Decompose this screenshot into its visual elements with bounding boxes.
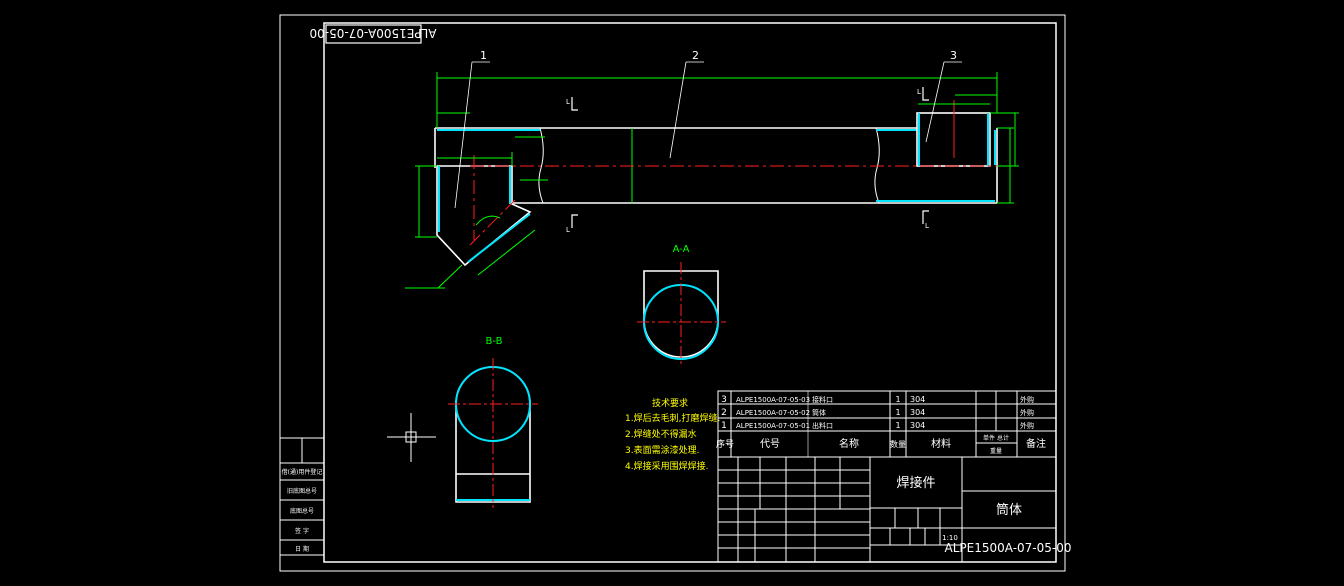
svg-text:重量: 重量: [990, 447, 1002, 455]
code-stamp: ALPE1500A-07-05-00: [310, 24, 437, 44]
svg-text:外购: 外购: [1020, 395, 1034, 404]
svg-text:1: 1: [895, 395, 900, 404]
outer-border: [279, 14, 1066, 572]
svg-text:借(通)用件登记: 借(通)用件登记: [282, 468, 323, 476]
svg-text:4.焊接采用围焊焊接.: 4.焊接采用围焊焊接.: [625, 460, 708, 472]
svg-text:1: 1: [895, 421, 900, 430]
svg-text:日 期: 日 期: [295, 545, 309, 553]
svg-text:技术要求: 技术要求: [652, 397, 688, 409]
svg-text:ALPE1500A-07-05-02: ALPE1500A-07-05-02: [736, 409, 810, 417]
svg-text:1: 1: [895, 408, 900, 417]
svg-text:304: 304: [910, 408, 925, 417]
title-scale: 1:10: [942, 534, 958, 542]
title-part-name: 筒体: [996, 502, 1022, 518]
bom-header: 序号 代号 名称 数量 材料 单件 总计 重量 备注: [716, 434, 1046, 455]
section-mark-4: L: [925, 222, 929, 230]
svg-text:304: 304: [910, 421, 925, 430]
tech-requirements: 技术要求 1.焊后去毛刺,打磨焊缝. 2.焊缝处不得漏水 3.表面需涂漆处理. …: [625, 397, 720, 472]
centerlines: [469, 155, 1017, 246]
svg-text:ALPE1500A-07-05-00: ALPE1500A-07-05-00: [310, 26, 437, 40]
svg-text:304: 304: [910, 395, 925, 404]
title-type: 焊接件: [896, 475, 935, 491]
dimension-lines: [405, 72, 1019, 289]
callout-leaders: [454, 61, 962, 209]
svg-text:接料口: 接料口: [812, 395, 833, 404]
section-mark-1: L: [566, 98, 570, 106]
section-a-view: [637, 262, 726, 366]
svg-text:3.表面需涂漆处理.: 3.表面需涂漆处理.: [625, 444, 699, 456]
svg-text:签 字: 签 字: [295, 527, 309, 535]
svg-text:外购: 外购: [1020, 408, 1034, 417]
svg-text:底图总号: 底图总号: [290, 507, 314, 515]
svg-text:出料口: 出料口: [812, 421, 833, 430]
svg-text:备注: 备注: [1026, 437, 1046, 450]
svg-text:数量: 数量: [890, 439, 906, 449]
svg-text:筒体: 筒体: [812, 408, 826, 417]
svg-text:外购: 外购: [1020, 421, 1034, 430]
svg-text:序号: 序号: [716, 438, 734, 450]
svg-text:1.焊后去毛刺,打磨焊缝.: 1.焊后去毛刺,打磨焊缝.: [625, 412, 720, 424]
outlet-part: [436, 165, 532, 267]
inner-border: [323, 22, 1057, 563]
main-view: 1 2 3 L L L L: [405, 49, 1019, 289]
bom-table: [717, 390, 1057, 458]
svg-text:代号: 代号: [760, 438, 780, 450]
section-cut-marks: [571, 87, 929, 228]
svg-text:单件 总计: 单件 总计: [983, 434, 1009, 442]
section-b-view: [448, 358, 538, 508]
crosshair-icon: [387, 413, 436, 462]
svg-text:2: 2: [721, 408, 727, 418]
section-a-label: A-A: [673, 244, 690, 255]
tube-walls: [437, 129, 996, 202]
main-tube: [434, 127, 998, 204]
bom-rows: 3 ALPE1500A-07-05-03 接料口 1 304 外购 2 ALPE…: [721, 395, 1034, 431]
section-mark-3: L: [917, 88, 921, 96]
callout-2: 2: [692, 49, 699, 62]
title-drawing-number: ALPE1500A-07-05-00: [945, 541, 1072, 555]
section-b-label: B-B: [486, 336, 503, 347]
svg-text:ALPE1500A-07-05-03: ALPE1500A-07-05-03: [736, 396, 810, 404]
svg-text:ALPE1500A-07-05-01: ALPE1500A-07-05-01: [736, 422, 810, 430]
svg-text:名称: 名称: [839, 437, 859, 450]
svg-text:1: 1: [721, 421, 727, 431]
left-strip-labels: 借(通)用件登记 旧底图总号 底图总号 签 字 日 期: [282, 468, 323, 553]
callout-3: 3: [950, 49, 957, 62]
title-block: [717, 456, 1057, 563]
svg-text:材料: 材料: [931, 437, 951, 450]
svg-text:旧底图总号: 旧底图总号: [287, 487, 317, 495]
callout-1: 1: [480, 49, 487, 62]
left-strip: [280, 437, 324, 556]
svg-text:2.焊缝处不得漏水: 2.焊缝处不得漏水: [625, 428, 697, 440]
section-mark-2: L: [566, 226, 570, 234]
svg-text:3: 3: [721, 395, 727, 405]
